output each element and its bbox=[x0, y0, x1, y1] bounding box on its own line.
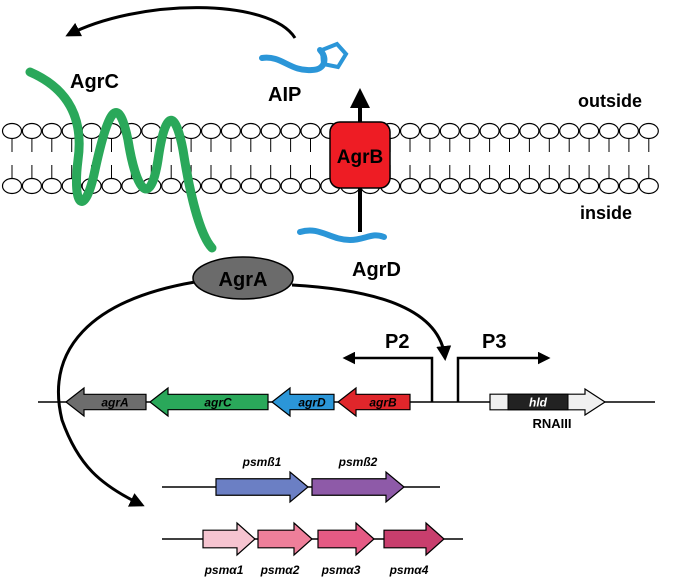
inside-label: inside bbox=[580, 203, 632, 223]
psm-alpha-operon: psmα1 psmα2 psmα3 psmα4 bbox=[202, 521, 445, 577]
aip-thiolactone-ring bbox=[319, 41, 349, 70]
lipid-head bbox=[598, 122, 620, 140]
aip-to-agrc-arrow bbox=[65, 6, 297, 39]
lipid-head bbox=[479, 177, 500, 195]
p3-label: P3 bbox=[482, 331, 506, 353]
psm-beta-2-name: psmß2 bbox=[338, 455, 378, 469]
lipid-head bbox=[41, 177, 62, 195]
rnaiii-transcript: hld bbox=[489, 387, 607, 417]
agrc-label: AgrC bbox=[70, 71, 119, 93]
lipid-head bbox=[1, 122, 23, 140]
lipid-head bbox=[260, 177, 281, 195]
lipid-head bbox=[578, 177, 600, 195]
lipid-head bbox=[200, 122, 222, 140]
psm-alpha-3-gene-arrow bbox=[317, 521, 375, 557]
agrb-gene-label: agrB bbox=[369, 396, 397, 410]
psm-beta-operon: psmß1 psmß2 bbox=[215, 455, 405, 504]
lipid-head bbox=[161, 177, 182, 195]
hld-gene-label: hld bbox=[529, 396, 548, 410]
psm-alpha-2-gene-arrow bbox=[257, 521, 313, 557]
aip-peptide bbox=[259, 47, 328, 74]
lipid-head bbox=[459, 122, 480, 140]
lipid-head bbox=[618, 177, 640, 195]
lipid-head bbox=[499, 122, 520, 140]
lipid-head bbox=[598, 177, 620, 195]
psm-alpha-1-name: psmα1 bbox=[204, 563, 244, 577]
lipid-head bbox=[101, 177, 122, 195]
agrb-label: AgrB bbox=[337, 147, 383, 168]
agr-operon: agrA agrC agrD agrB bbox=[65, 386, 411, 418]
agra-protein bbox=[192, 256, 294, 300]
lipid-head bbox=[618, 122, 640, 140]
lipid-head bbox=[300, 122, 321, 140]
lipid-head bbox=[399, 177, 421, 195]
lipid-head bbox=[439, 177, 460, 195]
p2-promoter-arrow bbox=[342, 351, 434, 402]
lipid-head bbox=[300, 177, 321, 195]
psm-alpha-4-name: psmα4 bbox=[389, 563, 429, 577]
psm-alpha-2-name: psmα2 bbox=[260, 563, 300, 577]
agrd-gene-label: agrD bbox=[298, 396, 326, 410]
lipid-head bbox=[260, 122, 281, 140]
psm-beta-1-gene-arrow bbox=[215, 470, 309, 504]
lipid-head bbox=[21, 122, 42, 140]
hld-gene-box bbox=[507, 393, 569, 411]
agra-to-psm-arrow bbox=[57, 280, 196, 507]
lipid-head bbox=[499, 177, 520, 195]
lipid-head bbox=[280, 177, 301, 195]
agra-label: AgrA bbox=[219, 269, 268, 291]
agrd-peptide bbox=[297, 227, 387, 244]
psm-alpha-1-gene-arrow bbox=[202, 521, 256, 557]
lipid-head bbox=[240, 122, 261, 140]
lipid-head bbox=[399, 122, 421, 140]
lipid-head bbox=[559, 122, 580, 140]
psm-alpha-3-name: psmα3 bbox=[321, 563, 361, 577]
agrb-gene-arrow bbox=[337, 386, 411, 418]
psm-beta-2-gene-arrow bbox=[311, 470, 405, 504]
lipid-head bbox=[578, 122, 600, 140]
lipid-head bbox=[539, 122, 560, 140]
lipid-head bbox=[419, 177, 440, 195]
lipid-head bbox=[519, 177, 540, 195]
lipid-head bbox=[220, 177, 241, 195]
lipid-head bbox=[220, 122, 241, 140]
lipid-head bbox=[81, 122, 102, 140]
agrd-label: AgrD bbox=[352, 259, 401, 281]
agra-gene-arrow bbox=[65, 386, 147, 418]
agrd-gene-arrow bbox=[271, 386, 335, 418]
psm-beta-1-name: psmß1 bbox=[242, 455, 282, 469]
lipid-head bbox=[539, 177, 560, 195]
lipid-head bbox=[41, 122, 62, 140]
lipid-head bbox=[240, 177, 261, 195]
lipid-head bbox=[21, 177, 42, 195]
lipid-head bbox=[559, 177, 580, 195]
lipid-head bbox=[638, 177, 659, 195]
lipid-head bbox=[479, 122, 500, 140]
lipid-head bbox=[638, 122, 659, 140]
psm-alpha-4-gene-arrow bbox=[383, 521, 445, 557]
agrc-gene-label: agrC bbox=[204, 396, 232, 410]
p3-promoter-arrow bbox=[456, 351, 551, 402]
lipid-head bbox=[519, 122, 540, 140]
agrc-protein bbox=[25, 67, 217, 253]
lipid-head bbox=[459, 177, 480, 195]
lipid-head bbox=[200, 177, 222, 195]
agra-gene-label: agrA bbox=[101, 396, 128, 410]
rnaiii-label: RNAIII bbox=[533, 416, 572, 431]
aip-label: AIP bbox=[268, 84, 301, 106]
p2-label: P2 bbox=[385, 331, 409, 353]
agra-to-p2-arrow bbox=[291, 283, 452, 361]
lipid-head bbox=[1, 177, 23, 195]
lipid-head bbox=[280, 122, 301, 140]
lipid-head bbox=[419, 122, 440, 140]
agrb-protein bbox=[329, 121, 391, 189]
lipid-head bbox=[439, 122, 460, 140]
outside-label: outside bbox=[578, 91, 642, 111]
agrc-gene-arrow bbox=[149, 386, 269, 418]
